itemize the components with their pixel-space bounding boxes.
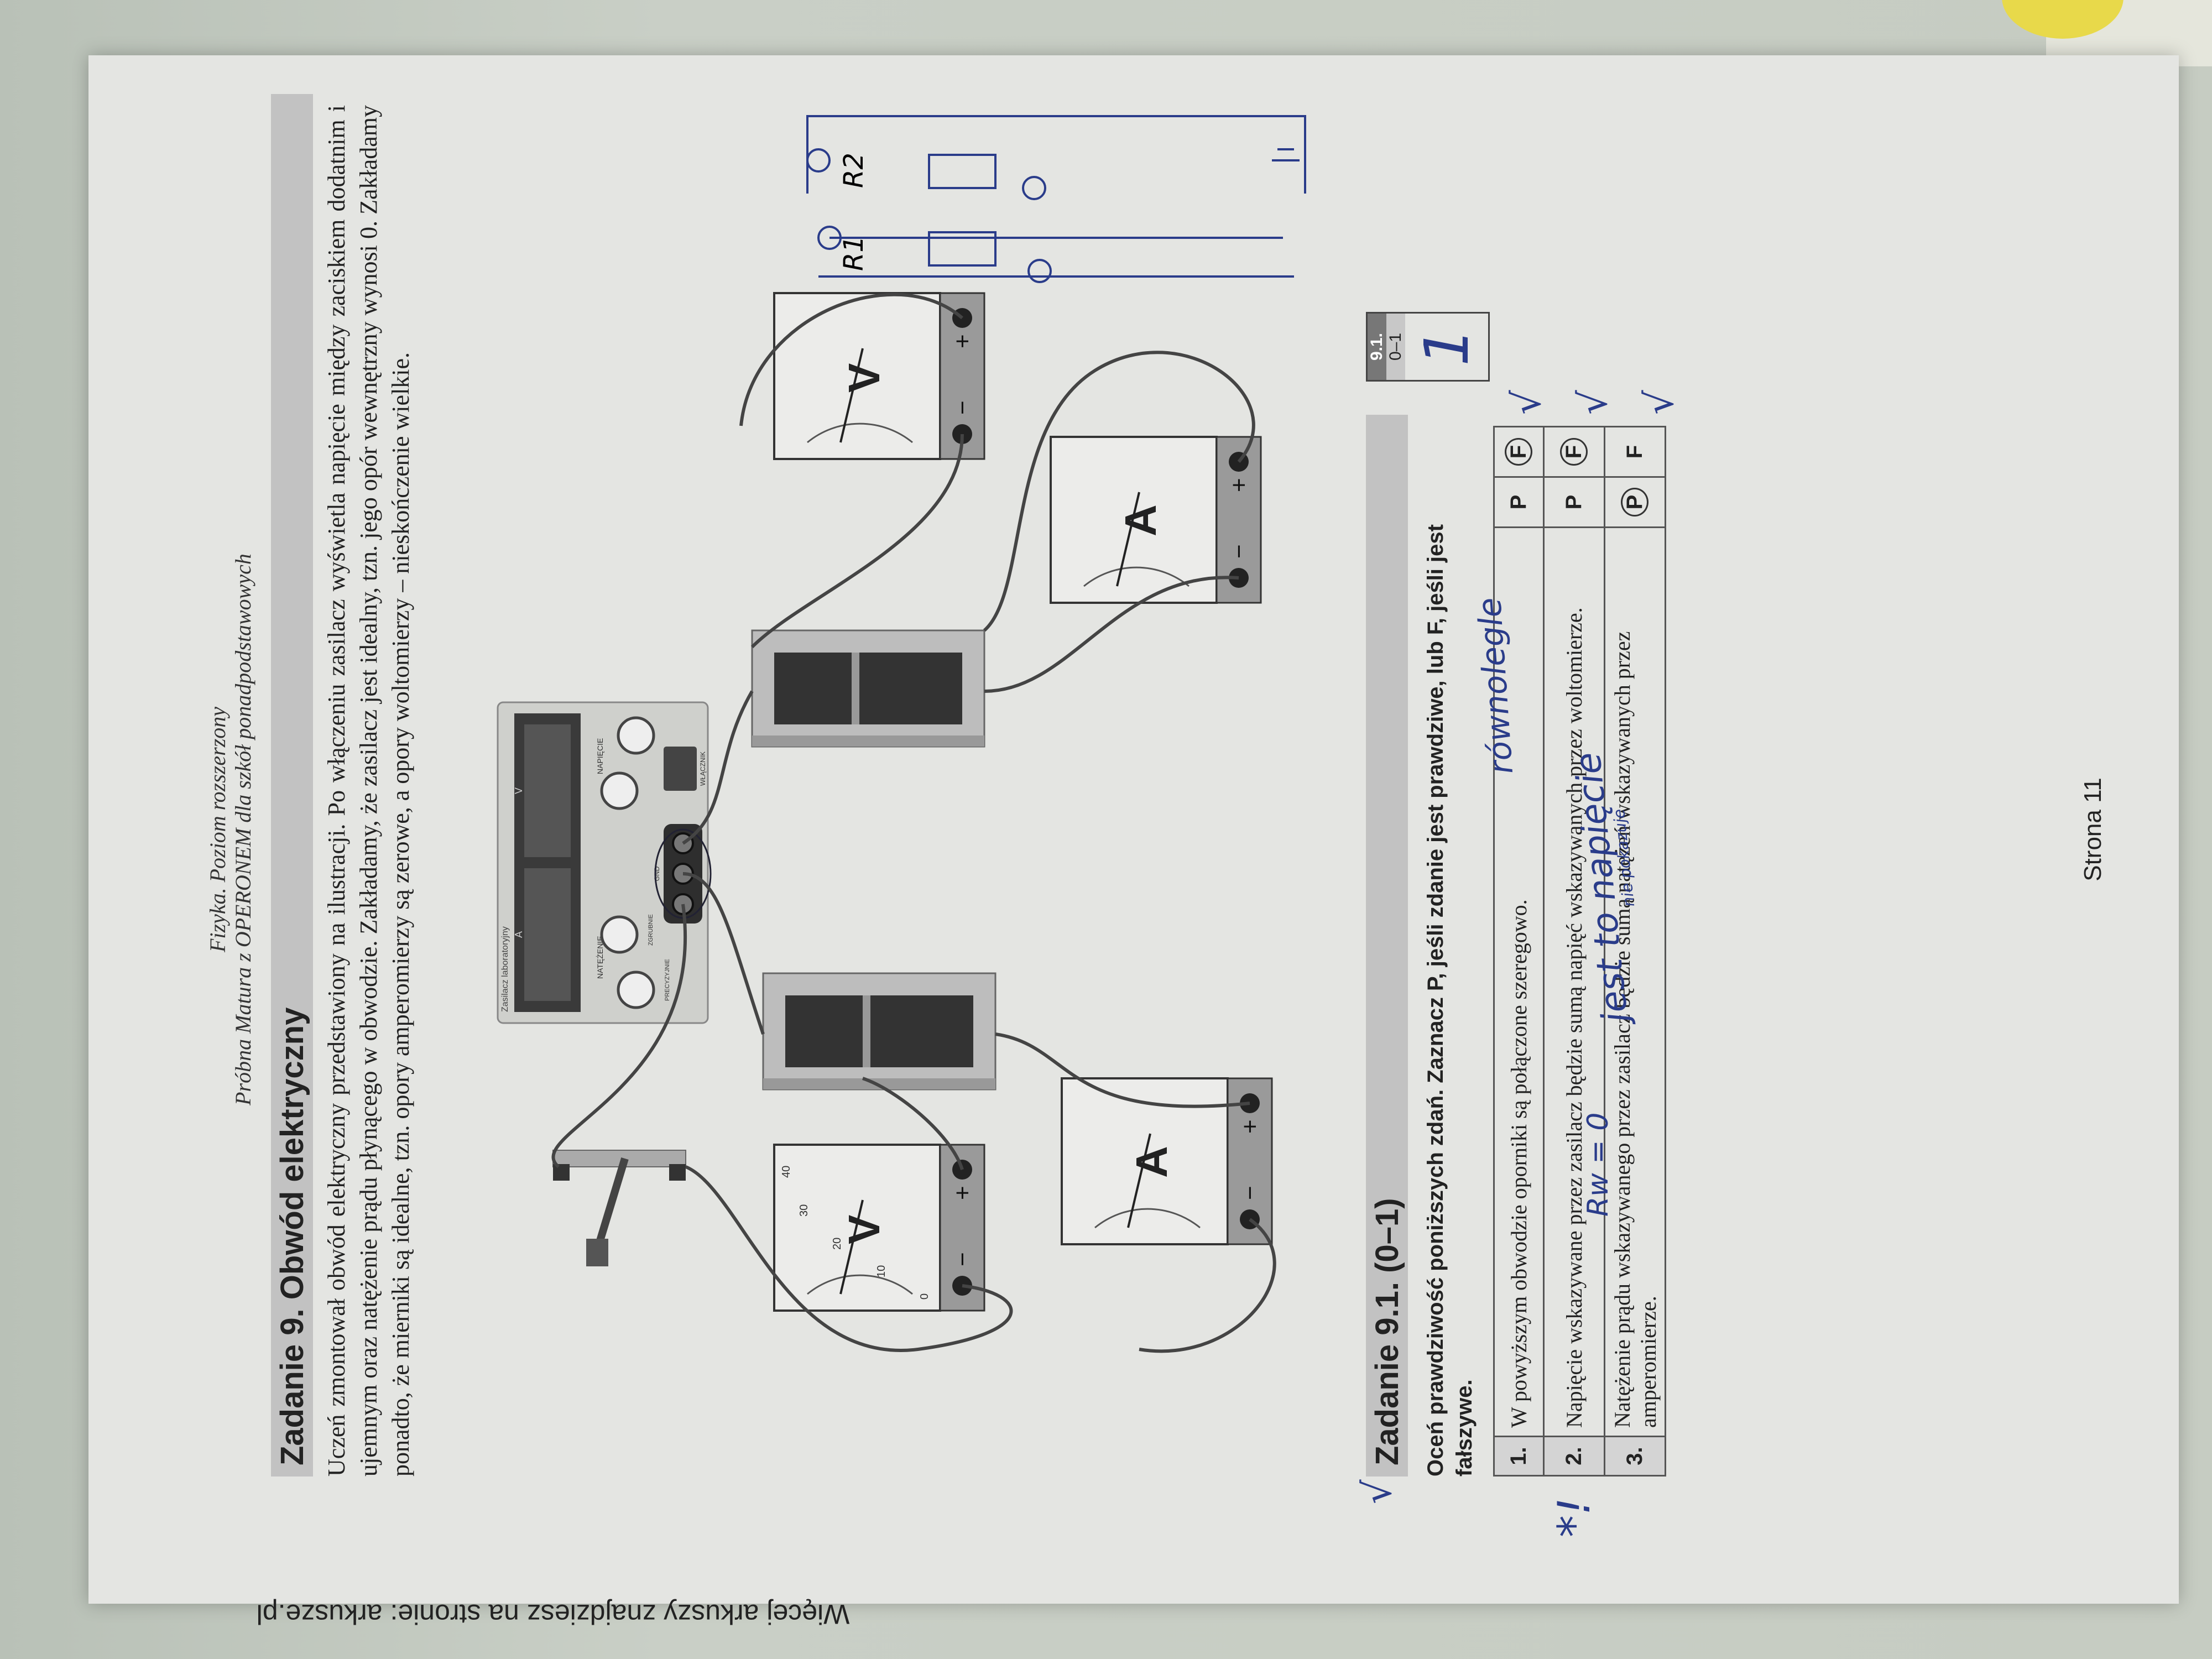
plus-sign: + (1225, 478, 1253, 492)
resistor-right (751, 629, 985, 748)
handwritten-rw: Rw = 0 (1582, 1112, 1615, 1217)
resistor-left (762, 972, 997, 1091)
option-p[interactable]: P (1494, 477, 1544, 528)
voltmeter-right: V − + (773, 292, 985, 460)
handwritten-check: √ (1504, 390, 1550, 415)
psu-switch-label: WŁĄCZNIK (699, 752, 707, 786)
task91-instruction: Oceń prawdziwość poniższych zdań. Zaznac… (1423, 524, 1477, 1477)
option-f[interactable]: F (1494, 426, 1544, 477)
handwritten-star: *! (1548, 1497, 1600, 1537)
voltmeter-symbol: V (839, 363, 889, 393)
v-scale-0: 0 (919, 1293, 931, 1300)
ammeter-right: A − + (1050, 436, 1262, 604)
ammeter-left: A − + (1061, 1077, 1273, 1245)
ammeter-symbol: A (1116, 504, 1165, 536)
voltmeter-symbol: V (839, 1215, 889, 1244)
psu-knob[interactable] (617, 971, 655, 1009)
header-line-2: Próbna Matura z OPERONEM dla szkół ponad… (231, 554, 255, 1105)
page-number: Strona 11 (2079, 778, 2106, 881)
plus-sign: + (1237, 1119, 1264, 1134)
minus-sign: − (949, 400, 976, 415)
v-scale-20: 20 (831, 1238, 843, 1250)
psu-gnd-label: GND (653, 866, 661, 881)
minus-sign: − (1225, 544, 1253, 559)
handwritten-r1: R1 (838, 236, 869, 271)
option-f[interactable]: F (1604, 426, 1666, 477)
minus-sign: − (1237, 1186, 1264, 1200)
psu-unit-a: A (513, 931, 524, 938)
psu-brand: Zasilacz laboratoryjny (500, 926, 510, 1012)
table-row: 1. W powyższym obwodzie oporniki są połą… (1494, 426, 1544, 1476)
psu-knob-fine-label: PRECYZYJNIE (664, 959, 671, 1001)
v-scale-10: 10 (875, 1265, 888, 1277)
task91-title: Zadanie 9.1. (0–1) (1369, 1198, 1405, 1465)
v-scale-40: 40 (780, 1166, 792, 1178)
power-supply: Zasilacz laboratoryjny A V NATĘŻENIE NAP… (497, 701, 712, 1024)
score-task-number: 9.1. (1368, 314, 1386, 380)
psu-right-knob-label: NAPIĘCIE (596, 738, 604, 774)
knife-switch[interactable] (552, 1150, 686, 1266)
row-number: 2. (1543, 1436, 1605, 1476)
task9-title: Zadanie 9. Obwód elektryczny (274, 1007, 310, 1465)
minus-sign: − (949, 1252, 976, 1266)
psu-knob[interactable] (617, 716, 655, 755)
psu-knob[interactable] (600, 915, 639, 954)
task9-title-bar: Zadanie 9. Obwód elektryczny (271, 94, 313, 1477)
option-f-circled: F (1560, 437, 1588, 466)
psu-switch[interactable] (664, 747, 697, 791)
psu-knob[interactable] (600, 771, 639, 810)
psu-left-knob-label: NATĘŻENIE (595, 936, 604, 979)
voltmeter-left: V 0 10 20 30 40 − + (773, 1144, 985, 1312)
header-line-1: Fizyka. Poziom rozszerzony (205, 706, 230, 953)
row-number: 3. (1604, 1436, 1666, 1476)
option-p-circled: P (1621, 487, 1648, 517)
exam-page: Fizyka. Poziom rozszerzony Próbna Matura… (88, 55, 2179, 1604)
true-false-table: 1. W powyższym obwodzie oporniki są połą… (1493, 426, 1666, 1477)
handwritten-check: √ (1571, 390, 1616, 415)
row-number: 1. (1494, 1436, 1544, 1476)
option-p[interactable]: P (1604, 477, 1666, 528)
task91-title-bar: Zadanie 9.1. (0–1) (1366, 415, 1408, 1477)
plus-sign: + (949, 334, 976, 348)
psu-unit-v: V (513, 787, 524, 794)
wires (551, 293, 1276, 1353)
side-link[interactable]: Więcej arkuszy znajdziesz na stronie: ar… (256, 1599, 850, 1630)
score-given: 1 (1411, 327, 1482, 366)
hand-drawn-schematic (806, 115, 1306, 283)
option-p[interactable]: P (1543, 477, 1605, 528)
plus-sign: + (949, 1186, 976, 1200)
handwritten-check: √ (1637, 390, 1682, 415)
score-range: 0–1 (1386, 314, 1405, 380)
v-scale-30: 30 (798, 1204, 810, 1217)
task9-body: Uczeń zmontował obwód elektryczny przeds… (323, 105, 414, 1477)
score-box: 9.1. 0–1 1 (1366, 312, 1490, 382)
handwritten-r2: R2 (838, 153, 869, 188)
option-f-circled: F (1505, 437, 1532, 466)
circuit-illustration: Zasilacz laboratoryjny A V NATĘŻENIE NAP… (497, 115, 1306, 1353)
psu-knob-coarse-label: ZGRUBNIE (648, 914, 654, 946)
ammeter-symbol: A (1127, 1146, 1176, 1178)
handwritten-check: √ (1355, 1479, 1400, 1504)
option-f[interactable]: F (1543, 426, 1605, 477)
